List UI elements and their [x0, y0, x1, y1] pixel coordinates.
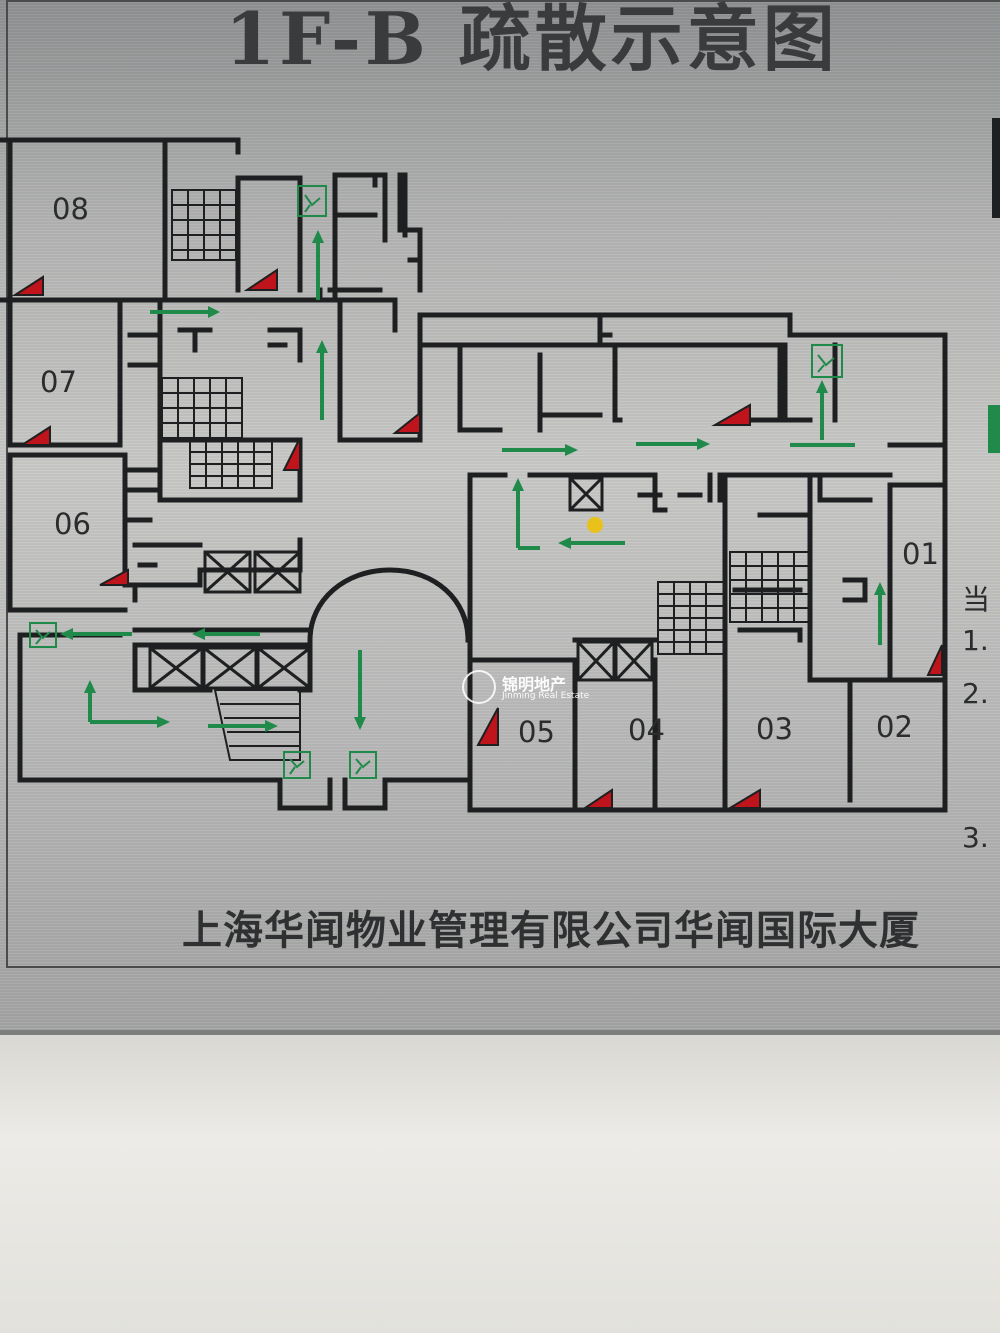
fire-extinguisher-icon — [243, 268, 278, 291]
marble-floor — [0, 1035, 1000, 1333]
evacuation-arrow-icon — [312, 230, 324, 300]
room-label-08: 08 — [52, 192, 89, 226]
fire-extinguisher-icon — [282, 437, 301, 471]
evacuation-arrow-icon — [874, 582, 886, 645]
sign-footer: 上海华闻物业管理有限公司华闻国际大厦 — [182, 908, 920, 954]
exit-sign-icon — [29, 622, 57, 648]
evacuation-arrow-icon — [316, 340, 328, 420]
evacuation-arrow-icon — [84, 680, 170, 728]
exit-sign-icon — [297, 185, 327, 217]
room-label-06: 06 — [54, 507, 91, 541]
evacuation-arrow-icon — [502, 444, 578, 456]
note-3: 3. — [962, 821, 989, 854]
fire-extinguisher-icon — [99, 568, 129, 586]
evacuation-arrow-icon — [354, 650, 366, 730]
exit-sign-icon — [283, 751, 311, 779]
room-label-05: 05 — [518, 715, 555, 749]
fire-extinguisher-icon — [11, 275, 44, 296]
stair-icon — [171, 189, 237, 261]
fire-extinguisher-icon — [926, 644, 943, 676]
room-label-02: 02 — [876, 710, 913, 744]
walls — [0, 137, 948, 813]
right-edge-panel — [992, 118, 1000, 218]
evacuation-arrow-icon — [558, 537, 625, 549]
evacuation-arrow-icon — [512, 478, 540, 550]
stair-icon — [657, 581, 725, 655]
watermark-en: Jinming Real Estate — [502, 691, 590, 701]
notes-heading: 当 — [962, 583, 991, 616]
elevator-icon — [203, 550, 252, 594]
fire-extinguisher-icon — [392, 410, 421, 434]
elevators — [148, 476, 654, 690]
room-label-07: 07 — [40, 365, 77, 399]
elevator-icon — [614, 640, 654, 682]
fire-extinguishers — [11, 268, 943, 809]
you-are-here-marker-icon — [587, 517, 603, 533]
elevator-icon — [256, 646, 312, 690]
fire-extinguisher-icon — [711, 403, 751, 426]
floor-plan-map — [0, 118, 1000, 813]
note-2: 2. — [962, 677, 989, 710]
stair-icon — [189, 439, 273, 489]
room-label-04: 04 — [628, 713, 665, 747]
stair-icon — [213, 689, 301, 761]
evacuation-arrow-icon — [790, 380, 855, 447]
stair-icon — [729, 551, 811, 623]
elevator-icon — [253, 550, 302, 594]
exit-sign-icon — [349, 751, 377, 779]
evacuation-arrow-icon — [208, 720, 278, 732]
elevator-icon — [568, 476, 604, 512]
right-edge-green-mark — [988, 405, 1000, 453]
plate-bottom-edge — [0, 1030, 1000, 1038]
watermark: 锦明地产 Jinming Real Estate — [462, 670, 592, 710]
fire-extinguisher-icon — [476, 707, 499, 746]
watermark-cn: 锦明地产 — [502, 675, 567, 694]
note-1: 1. — [962, 624, 989, 657]
evacuation-arrow-icon — [192, 628, 260, 640]
fire-extinguisher-icon — [726, 788, 761, 809]
elevator-icon — [148, 646, 204, 690]
watermark-logo-icon — [462, 670, 496, 704]
exit-signs — [29, 185, 843, 779]
elevator-icon — [576, 640, 616, 682]
evacuation-arrow-icon — [636, 438, 710, 450]
fire-extinguisher-icon — [18, 425, 51, 446]
stair-icon — [161, 377, 243, 439]
evacuation-arrows — [60, 230, 886, 732]
sign-frame — [6, 0, 1000, 968]
evacuation-arrow-icon — [150, 306, 220, 318]
notes-column: 当 1. 2. 3. — [962, 572, 1000, 862]
elevator-icon — [202, 646, 258, 690]
room-label-01: 01 — [902, 537, 939, 571]
exit-sign-icon — [811, 344, 843, 378]
evacuation-arrow-icon — [60, 628, 132, 640]
fire-extinguisher-icon — [581, 788, 613, 809]
stair-grids — [161, 189, 811, 761]
room-label-03: 03 — [756, 712, 793, 746]
